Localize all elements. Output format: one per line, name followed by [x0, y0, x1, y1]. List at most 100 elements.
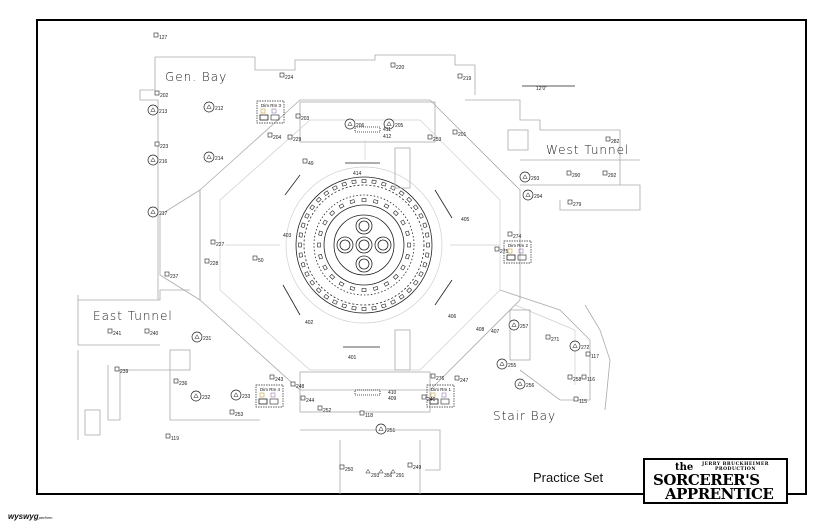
ring-fixture-icon[interactable]	[406, 196, 413, 203]
fixture[interactable]: 116	[581, 374, 595, 383]
fixture[interactable]: 117	[585, 351, 599, 360]
fixture[interactable]: 412	[383, 134, 392, 140]
fixture[interactable]: 223	[154, 141, 169, 150]
fixture[interactable]: 293	[365, 469, 380, 480]
ring-fixture-icon[interactable]	[407, 242, 411, 248]
fixture[interactable]: 410	[388, 390, 397, 396]
fixture[interactable]: 248	[290, 381, 305, 390]
fixture[interactable]: 258	[567, 374, 582, 383]
ring-fixture-icon[interactable]	[341, 181, 347, 187]
fixture[interactable]: 246	[421, 394, 436, 403]
ring-fixture-icon[interactable]	[392, 210, 399, 217]
ring-fixture-icon[interactable]	[300, 222, 306, 228]
ring-fixture-icon[interactable]	[329, 273, 336, 280]
fixture[interactable]: 241	[107, 328, 122, 337]
fixture[interactable]: 276	[430, 373, 445, 382]
ring-fixture-icon[interactable]	[315, 287, 322, 294]
fixture[interactable]: 217	[147, 206, 168, 218]
fixture[interactable]: 232	[190, 390, 211, 402]
fixture[interactable]: 402	[305, 320, 314, 326]
fixture[interactable]: 118	[359, 410, 373, 419]
fixture[interactable]: 356	[378, 469, 393, 480]
ring-fixture-icon[interactable]	[351, 179, 357, 184]
fixture[interactable]: 256	[514, 378, 535, 390]
fixture[interactable]: 206	[344, 118, 365, 130]
ring-fixture-icon[interactable]	[405, 253, 410, 260]
fixture[interactable]: 214	[203, 151, 224, 163]
ring-fixture-icon[interactable]	[398, 190, 405, 197]
fixture[interactable]: 239	[114, 366, 129, 375]
fixture[interactable]: 408	[476, 327, 485, 333]
fixture[interactable]: 282	[605, 136, 620, 145]
fixture[interactable]: 272	[569, 340, 590, 352]
ring-fixture-icon[interactable]	[351, 306, 357, 311]
fixture[interactable]: 203	[295, 113, 310, 122]
fixture[interactable]: 279	[567, 199, 582, 208]
ring-fixture-icon[interactable]	[381, 181, 387, 187]
ring-fixture-icon[interactable]	[309, 279, 316, 286]
fixture[interactable]: 249	[407, 462, 422, 471]
ring-fixture-icon[interactable]	[332, 185, 338, 191]
ring-fixture-icon[interactable]	[338, 203, 345, 209]
fixture[interactable]: 414	[353, 171, 362, 177]
fixture[interactable]: 243	[269, 374, 284, 383]
ring-fixture-icon[interactable]	[371, 179, 377, 184]
fixture[interactable]: 293	[519, 171, 540, 183]
ring-fixture-icon[interactable]	[381, 303, 387, 309]
ring-fixture-icon[interactable]	[426, 242, 430, 248]
fixture[interactable]: 49	[302, 158, 314, 167]
ring-fixture-icon[interactable]	[422, 222, 428, 228]
ring-fixture-icon[interactable]	[372, 199, 379, 204]
fixture[interactable]: 236	[173, 378, 188, 387]
ring-fixture-icon[interactable]	[317, 242, 321, 248]
fixture[interactable]: 240	[144, 328, 159, 337]
ring-fixture-icon[interactable]	[300, 262, 306, 268]
ring-fixture-icon[interactable]	[329, 210, 336, 217]
ring-fixture-icon[interactable]	[332, 299, 338, 305]
ring-fixture-icon[interactable]	[298, 232, 303, 238]
fixture[interactable]: 253	[229, 409, 244, 418]
fixture[interactable]: 227	[210, 239, 225, 248]
fixture[interactable]: 50	[252, 255, 264, 264]
fixture[interactable]: 252	[317, 405, 332, 414]
fixture[interactable]: 229	[287, 134, 302, 143]
ring-fixture-icon[interactable]	[318, 230, 323, 237]
ring-fixture-icon[interactable]	[412, 279, 419, 286]
fixture[interactable]: 271	[545, 334, 560, 343]
ring-fixture-icon[interactable]	[400, 264, 406, 271]
fixture[interactable]: 231	[191, 331, 212, 343]
ring-fixture-icon[interactable]	[304, 213, 310, 219]
fixture[interactable]: 251	[375, 423, 396, 435]
ring-fixture-icon[interactable]	[418, 271, 424, 277]
fixture[interactable]: 228	[204, 258, 219, 267]
ring-fixture-icon[interactable]	[425, 252, 430, 258]
ring-fixture-icon[interactable]	[323, 190, 330, 197]
ring-fixture-icon[interactable]	[341, 303, 347, 309]
ring-fixture-icon[interactable]	[383, 281, 390, 287]
fixture[interactable]: 291	[390, 469, 405, 480]
ring-fixture-icon[interactable]	[372, 286, 379, 291]
ring-fixture-icon[interactable]	[304, 271, 310, 277]
fixture[interactable]: 220	[390, 62, 405, 71]
fixture[interactable]: 244	[300, 395, 315, 404]
fixture[interactable]: 237	[164, 271, 179, 280]
ring-fixture-icon[interactable]	[425, 232, 430, 238]
fixture[interactable]: 216	[147, 154, 168, 166]
ring-fixture-icon[interactable]	[349, 199, 356, 204]
ring-fixture-icon[interactable]	[371, 306, 377, 311]
ring-fixture-icon[interactable]	[390, 299, 396, 305]
fixture[interactable]: 253	[427, 134, 442, 143]
ring-fixture-icon[interactable]	[349, 286, 356, 291]
ring-fixture-icon[interactable]	[392, 273, 399, 280]
ring-fixture-icon[interactable]	[390, 185, 396, 191]
ring-fixture-icon[interactable]	[315, 196, 322, 203]
fixture[interactable]: 407	[491, 329, 500, 335]
fixture[interactable]: 405	[461, 217, 470, 223]
fixture[interactable]: 290	[566, 170, 581, 179]
fixture[interactable]: 411	[383, 127, 391, 133]
fixture[interactable]: 224	[279, 72, 294, 81]
fixture[interactable]: 255	[496, 358, 517, 370]
fixture[interactable]: 119	[165, 433, 179, 442]
fixture[interactable]: 275	[494, 246, 509, 255]
ring-fixture-icon[interactable]	[361, 288, 367, 292]
